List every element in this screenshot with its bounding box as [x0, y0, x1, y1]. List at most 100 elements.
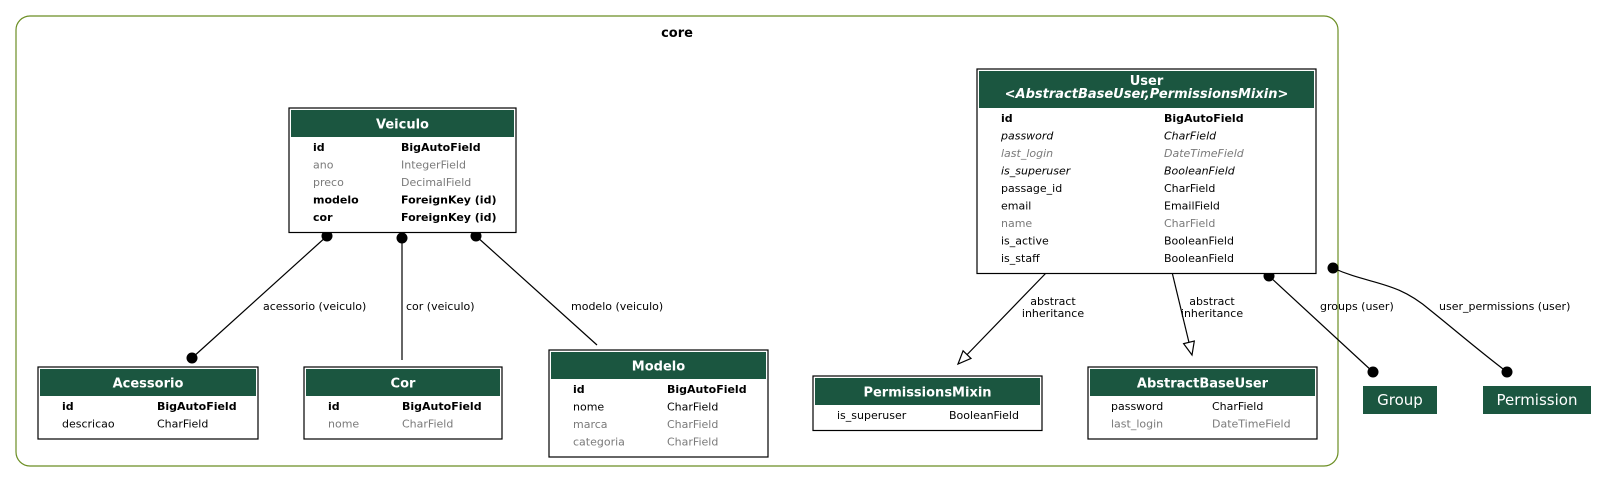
relation-end-dot: [396, 232, 408, 244]
field-type: BigAutoField: [402, 400, 482, 413]
inheritance-arrowhead: [1182, 340, 1196, 357]
field-name: passage_id: [1001, 182, 1062, 195]
relation-line: [1332, 267, 1508, 373]
relation-label: cor (veiculo): [406, 300, 475, 313]
model-bases: <AbstractBaseUser,PermissionsMixin>: [1005, 87, 1289, 102]
relation-label: modelo (veiculo): [571, 300, 663, 313]
field-type: CharField: [402, 418, 453, 431]
model-header: [291, 110, 514, 137]
relation-line: [957, 271, 1048, 365]
field-type: CharField: [667, 401, 718, 414]
field-name: is_staff: [1001, 252, 1040, 265]
relation-label: abstract: [1030, 295, 1076, 308]
relation-label: acessorio (veiculo): [263, 300, 366, 313]
model-header: [551, 352, 766, 379]
model-header: [1090, 369, 1315, 396]
relation-user-permissions-user: user_permissions (user): [1327, 262, 1570, 378]
relation-acessorio-veiculo: acessorio (veiculo): [186, 230, 366, 364]
field-name: id: [62, 400, 74, 413]
relation-end-dot: [1327, 262, 1339, 274]
relation-end-dot: [470, 230, 482, 242]
field-type: ForeignKey (id): [401, 211, 496, 224]
model-header: [306, 369, 500, 396]
model-user: User<AbstractBaseUser,PermissionsMixin> i…: [976, 68, 1317, 275]
relation-end-dot: [321, 230, 333, 242]
field-type: EmailField: [1164, 200, 1220, 213]
package-core-frame: [15, 15, 1339, 467]
field-name: name: [1001, 217, 1032, 230]
field-name: categoria: [573, 436, 625, 449]
field-type: CharField: [157, 418, 208, 431]
model-header: [40, 369, 256, 396]
field-type: DateTimeField: [1212, 418, 1291, 431]
field-type: DecimalField: [401, 176, 471, 189]
field-name: password: [1000, 130, 1054, 143]
field-name: nome: [573, 401, 604, 414]
field-name: last_login: [1111, 418, 1163, 431]
relation-line: [1268, 275, 1374, 373]
field-type: BooleanField: [1164, 235, 1234, 248]
field-type: CharField: [1164, 130, 1217, 143]
relation-end-dot: [1367, 366, 1379, 378]
external-model-box: [1363, 386, 1437, 414]
field-name: is_active: [1001, 235, 1049, 248]
field-type: IntegerField: [401, 159, 466, 172]
field-name: id: [313, 141, 325, 154]
relation-groups-user: groups (user): [1263, 270, 1394, 378]
field-type: BigAutoField: [401, 141, 481, 154]
model-header: [979, 71, 1314, 108]
field-name: marca: [573, 418, 608, 431]
relation-cor-veiculo: cor (veiculo): [396, 232, 475, 360]
model-title: Modelo: [632, 360, 685, 375]
external-model-group: Group: [1363, 386, 1437, 414]
field-type: BooleanField: [1164, 252, 1234, 265]
field-name: descricao: [62, 418, 115, 431]
package-title: core: [661, 26, 693, 41]
field-name: modelo: [313, 194, 359, 207]
relation-line: [475, 235, 598, 346]
relation-label: groups (user): [1320, 300, 1394, 313]
field-name: id: [573, 383, 585, 396]
relation-modelo-veiculo: modelo (veiculo): [470, 230, 663, 346]
field-name: cor: [313, 211, 333, 224]
field-type: BigAutoField: [667, 383, 747, 396]
field-type: ForeignKey (id): [401, 194, 496, 207]
external-model-permission: Permission: [1483, 386, 1591, 414]
model-acessorio: Acessorio id BigAutoField descricao CharFiel…: [37, 366, 259, 440]
field-type: CharField: [667, 436, 718, 449]
external-model-box: [1483, 386, 1591, 414]
inheritance-arrowhead: [956, 349, 973, 366]
relation-end-dot: [1501, 366, 1513, 378]
relation-line: [1171, 271, 1193, 356]
field-name: last_login: [1001, 147, 1053, 160]
relation-label: abstract: [1189, 295, 1235, 308]
relation-label: user_permissions (user): [1439, 300, 1570, 313]
field-name: is_superuser: [837, 409, 907, 422]
external-model-label: Group: [1377, 391, 1423, 409]
model-title: Acessorio: [113, 377, 184, 392]
field-type: CharField: [667, 418, 718, 431]
field-name: preco: [313, 176, 344, 189]
field-type: CharField: [1212, 400, 1263, 413]
field-type: BigAutoField: [1164, 112, 1244, 125]
model-title: User: [1130, 74, 1164, 89]
model-title: Veiculo: [376, 118, 429, 133]
field-type: CharField: [1164, 217, 1215, 230]
field-name: is_superuser: [1001, 165, 1072, 178]
relation-end-dot: [186, 352, 198, 364]
relation-label: inheritance: [1181, 307, 1243, 320]
model-title: PermissionsMixin: [863, 386, 991, 401]
relation-label: inheritance: [1022, 307, 1084, 320]
field-type: BigAutoField: [157, 400, 237, 413]
external-model-label: Permission: [1497, 391, 1578, 409]
field-type: CharField: [1164, 182, 1215, 195]
field-name: nome: [328, 418, 359, 431]
model-title: AbstractBaseUser: [1137, 377, 1269, 392]
